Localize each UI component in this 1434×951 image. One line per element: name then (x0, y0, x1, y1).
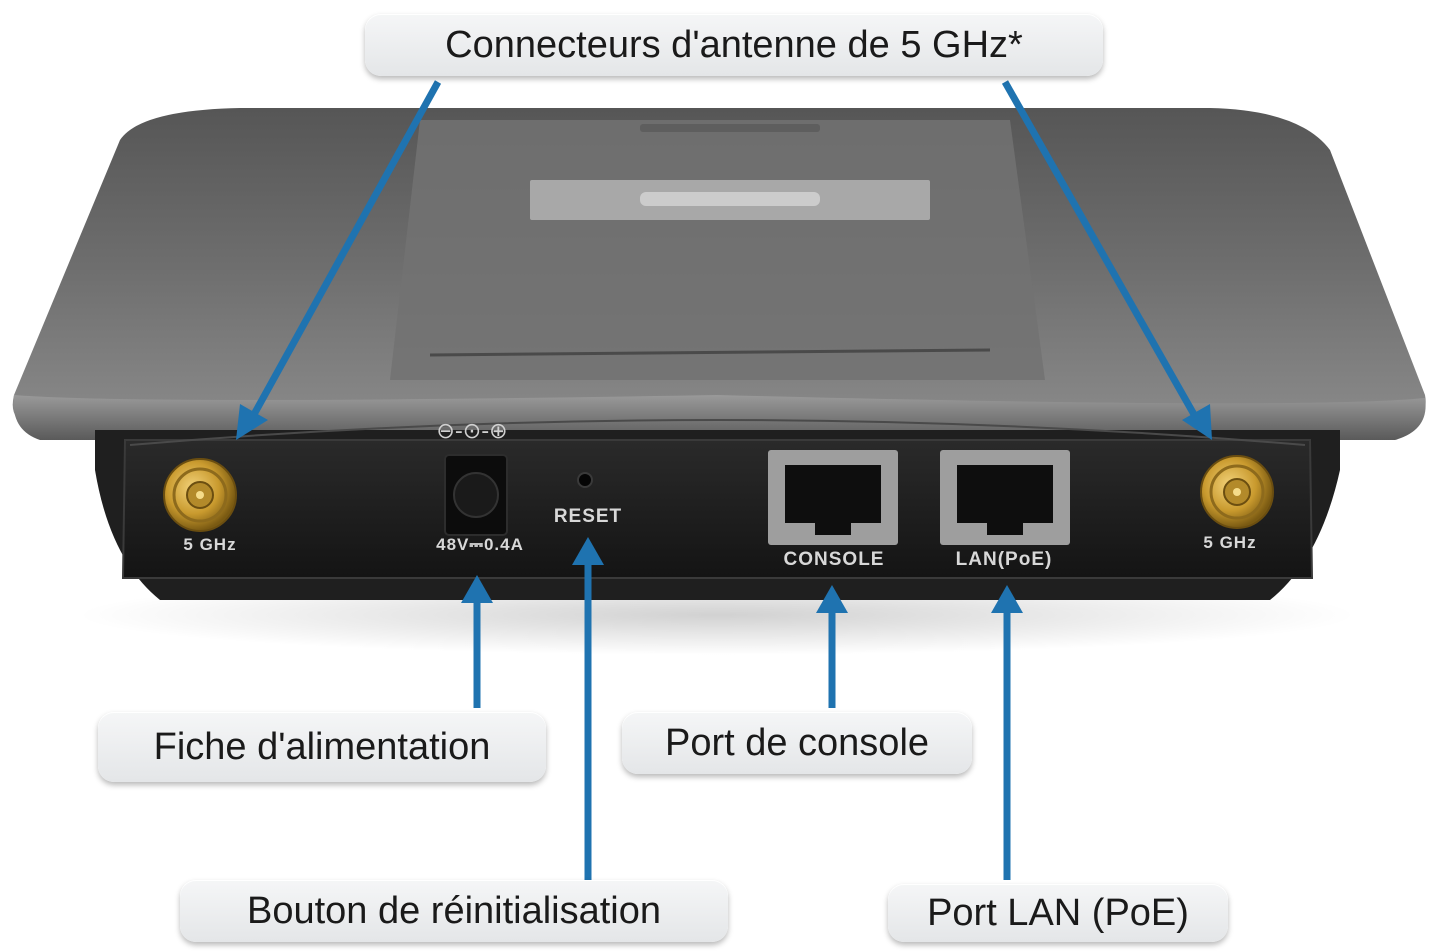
console-port (768, 450, 898, 545)
callout-power-plug: Fiche d'alimentation (98, 712, 546, 782)
power-jack: ⊖-⊙-⊕ (436, 419, 508, 536)
arrow-lan (991, 585, 1023, 880)
arrow-antenna-left (236, 80, 442, 440)
callout-console-port: Port de console (622, 712, 972, 774)
callout-reset-button: Bouton de réinitialisation (180, 880, 728, 942)
arrow-power (461, 575, 493, 708)
callout-antenna-connectors: Connecteurs d'antenne de 5 GHz* (365, 14, 1103, 76)
lan-port (940, 450, 1070, 545)
rear-panel (121, 439, 1314, 579)
power-rating-label: 48V⎓0.4A (436, 535, 524, 554)
antenna-right-label: 5 GHz (1203, 533, 1256, 552)
reset-hole (577, 472, 593, 488)
housing-center-panel (390, 120, 1045, 380)
lan-label: LAN(PoE) (956, 549, 1053, 570)
antenna-connector-left (163, 458, 237, 532)
antenna-left-label: 5 GHz (183, 535, 236, 554)
arrow-antenna-right (1001, 80, 1212, 440)
arrow-console (816, 585, 848, 708)
antenna-connector-right (1200, 455, 1274, 529)
reset-label: RESET (554, 506, 622, 527)
arrow-reset (572, 537, 604, 880)
callout-lan-port: Port LAN (PoE) (888, 884, 1228, 942)
svg-text:⊖-⊙-⊕: ⊖-⊙-⊕ (436, 419, 507, 444)
console-label: CONSOLE (784, 549, 885, 570)
